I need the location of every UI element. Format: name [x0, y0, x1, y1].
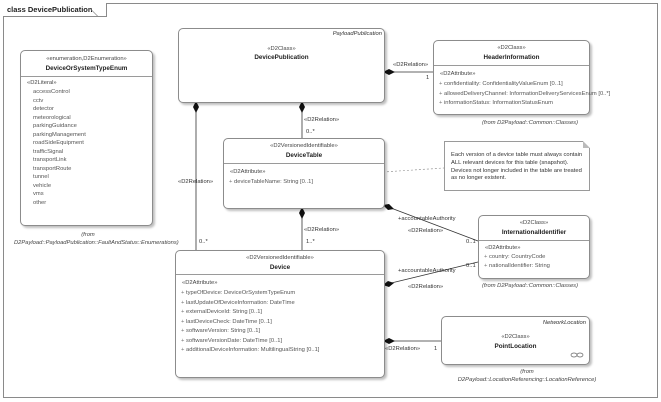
pub-table-role: «D2Relation»: [304, 117, 340, 123]
class-point-location[interactable]: NetworkLocation «D2Class» PointLocation: [441, 316, 590, 365]
enum-literal: other: [33, 199, 47, 206]
international-identifier-section: «D2Attribute»: [485, 245, 521, 251]
enum-literal: accessControl: [33, 89, 70, 95]
enum-literal: trafficSignal: [33, 148, 64, 155]
composition-diamond: [299, 101, 305, 113]
enum-device-or-system-type[interactable]: «enumeration,D2Enumeration» DeviceOrSyst…: [20, 50, 153, 226]
table-ii-name: +accountableAuthority: [398, 216, 456, 222]
international-identifier-from-package: (from D2Payload::Common::Classes): [482, 283, 578, 289]
point-location-stereotype: «D2Class»: [501, 334, 530, 340]
header-information-stereotype: «D2Class»: [497, 45, 526, 51]
device-table-separator: [224, 163, 384, 164]
enum-stereotype: «enumeration,D2Enumeration»: [46, 56, 127, 62]
class-device-publication[interactable]: PayloadPublication «D2Class» DevicePubli…: [178, 28, 385, 103]
device-attribute: externalDeviceId: String [0..1]: [181, 309, 262, 315]
enum-from-package: (from D2Payload::PayloadPublication::Fau…: [14, 232, 179, 246]
device-table-section: «D2Attribute»: [230, 169, 266, 175]
device-ii-mult: 0..1: [466, 263, 476, 269]
composition-diamond: [383, 338, 395, 344]
class-international-identifier[interactable]: «D2Class» InternationalIdentifier «D2Att…: [478, 215, 590, 279]
composition-diamond: [383, 204, 394, 210]
enum-literal: parkingGuidance: [33, 123, 77, 129]
point-location-parent: NetworkLocation: [542, 320, 586, 326]
pub-device-role: «D2Relation»: [178, 179, 214, 185]
composition-diamond: [299, 207, 305, 219]
device-ii-role: «D2Relation»: [408, 284, 444, 290]
enum-literal: vehicle: [33, 182, 52, 189]
device-attribute: typeOfDevice: DeviceOrSystemTypeEnum: [181, 290, 295, 296]
pub-device-mult: 0..*: [199, 239, 208, 245]
device-table-attribute: deviceTableName: String [0..1]: [229, 179, 313, 185]
enum-literal: detector: [33, 106, 54, 112]
device-pl-mult: 1: [434, 346, 438, 352]
header-information-attribute: allowedDeliveryChannel: InformationDeliv…: [439, 91, 610, 97]
header-information-attribute: informationStatus: InformationStatusEnum: [439, 100, 553, 106]
header-information-name: HeaderInformation: [483, 54, 540, 61]
header-information-from-package: (from D2Payload::Common::Classes): [482, 120, 578, 126]
enum-literal: meteorological: [33, 114, 71, 121]
international-identifier-attribute: country: CountryCode: [484, 254, 545, 260]
device-ii-name: +accountableAuthority: [398, 268, 456, 274]
enum-section-label: «D2Literal»: [27, 80, 57, 86]
pub-header-mult: 1: [426, 75, 430, 81]
device-table-name: DeviceTable: [285, 152, 323, 159]
pub-header-role: «D2Relation»: [393, 62, 429, 68]
enum-literal: transportRoute: [33, 165, 72, 172]
enum-literal: roadSideEquipment: [33, 140, 84, 146]
device-publication-parent: PayloadPublication: [332, 31, 382, 37]
enum-separator: [21, 76, 152, 77]
device-section: «D2Attribute»: [182, 280, 218, 286]
table-device-role: «D2Relation»: [304, 227, 340, 233]
composition-diamond: [383, 281, 394, 287]
header-information-separator: [434, 65, 589, 66]
table-ii-role: «D2Relation»: [408, 228, 444, 234]
international-identifier-separator: [479, 240, 589, 241]
class-device[interactable]: «D2VersionedIdentifiable» Device «D2Attr…: [175, 250, 385, 378]
header-information-section: «D2Attribute»: [440, 71, 476, 77]
device-table-stereotype: «D2VersionedIdentifiable»: [270, 143, 338, 149]
class-header-information[interactable]: «D2Class» HeaderInformation «D2Attribute…: [433, 40, 610, 115]
table-ii-mult: 0..1: [466, 239, 476, 245]
device-attribute: lastUpdateOfDeviceInformation: DateTime: [181, 300, 295, 306]
device-attribute: softwareVersion: String [0..1]: [181, 328, 260, 334]
device-stereotype: «D2VersionedIdentifiable»: [246, 255, 314, 261]
table-device-mult: 1..*: [306, 239, 315, 245]
device-publication-name: DevicePublication: [254, 54, 309, 61]
composition-diamond: [383, 69, 395, 75]
device-publication-stereotype: «D2Class»: [267, 46, 296, 52]
device-name: Device: [269, 264, 291, 271]
device-ii-line: [382, 261, 479, 286]
enum-name: DeviceOrSystemTypeEnum: [45, 65, 128, 72]
enum-literal: tunnel: [33, 174, 49, 180]
pub-table-mult: 0..*: [306, 129, 315, 135]
note-text: Each version of a device table must alwa…: [451, 152, 583, 182]
diagram-title: class DevicePublication: [3, 3, 108, 17]
device-pl-role: «D2Relation»: [385, 346, 421, 352]
enum-literal: parkingManagement: [33, 131, 86, 138]
point-location-name: PointLocation: [494, 343, 537, 350]
device-attribute: softwareVersionDate: DateTime [0..1]: [181, 338, 282, 344]
class-device-table[interactable]: «D2VersionedIdentifiable» DeviceTable «D…: [223, 138, 385, 209]
note-anchor-line: [382, 167, 445, 173]
enum-literal: vms: [33, 191, 44, 197]
header-information-attribute: confidentiality: ConfidentialityValueEnu…: [439, 81, 563, 87]
composition-diamond: [193, 101, 199, 113]
device-separator: [176, 274, 384, 275]
international-identifier-name: InternationalIdentifier: [501, 229, 567, 236]
device-attribute: lastDeviceCheck: DateTime [0..1]: [181, 319, 272, 325]
international-identifier-stereotype: «D2Class»: [519, 220, 549, 226]
point-location-from-package: (from D2Payload::LocationReferencing::Lo…: [457, 369, 597, 383]
note-device-table-snapshot: Each version of a device table must alwa…: [444, 141, 590, 191]
international-identifier-attribute: nationalIdentifier: String: [484, 263, 550, 269]
device-attribute: additionalDeviceInformation: Multilingua…: [181, 347, 319, 353]
table-ii-line: [382, 204, 479, 242]
link-icon: [570, 352, 584, 358]
enum-literal: transportLink: [33, 157, 67, 163]
enum-literal: cctv: [33, 97, 44, 104]
